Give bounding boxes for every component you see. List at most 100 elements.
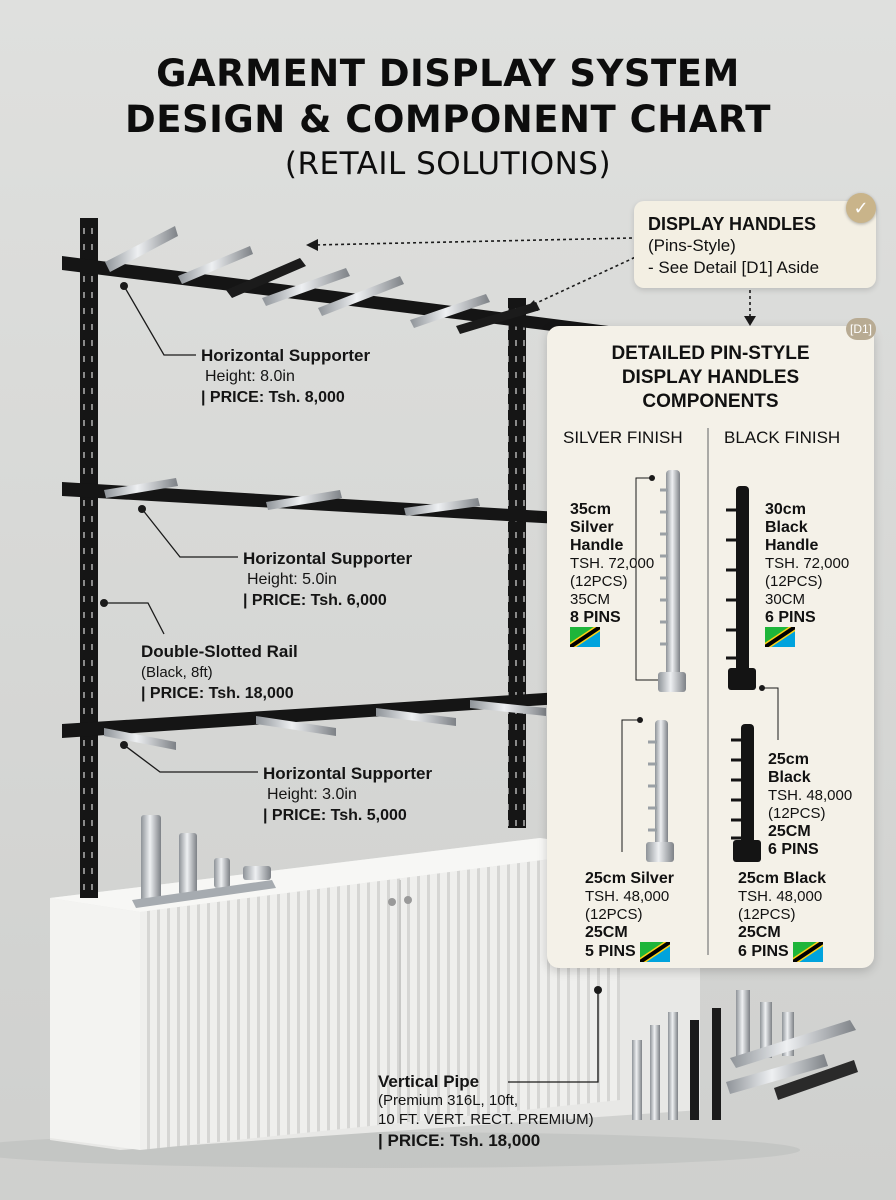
component-pile	[632, 990, 858, 1120]
label-supporter-mid-price: Tsh. 6,000	[310, 592, 387, 609]
label-supporter-top-price-prefix: | PRICE:	[201, 389, 265, 406]
item-black-25-a: 25cm Black TSH. 48,000 (12PCS) 25CM 6 PI…	[768, 751, 852, 859]
silver-35-line-3: Handle	[570, 537, 624, 554]
callout-title: DISPLAY HANDLES	[648, 214, 817, 234]
column-header-silver: SILVER FINISH	[563, 428, 683, 447]
mid-arms	[104, 478, 480, 516]
item-silver-35: 35cm Silver Handle TSH. 72,000 (12PCS) 3…	[570, 501, 654, 647]
label-supporter-top-name: Horizontal Supporter	[201, 346, 371, 365]
leader-lines	[104, 285, 599, 1083]
black-25a-qty: (12PCS)	[768, 805, 826, 822]
cabinet-front	[140, 850, 620, 1150]
arrow-head-left	[306, 239, 318, 251]
tanzania-flag-icon	[793, 942, 824, 962]
label-supporter-low-height: Height: 3.0in	[267, 786, 357, 803]
callout-line-2: (Pins-Style)	[648, 236, 736, 255]
black-30-size: 30CM	[765, 591, 806, 608]
callout-arrows	[313, 237, 751, 318]
title-line-1: GARMENT DISPLAY SYSTEM	[156, 52, 740, 95]
black-30-line-1: 30cm	[765, 501, 806, 518]
label-supporter-low-price: Tsh. 5,000	[330, 807, 407, 824]
rail-right	[508, 298, 526, 828]
cabinet-knob-left	[388, 898, 396, 906]
label-supporter-low: Horizontal Supporter Height: 3.0in | PRI…	[263, 763, 432, 826]
label-supporter-mid-price-prefix: | PRICE:	[243, 592, 307, 609]
black-30-line-2: Black	[765, 519, 808, 536]
label-rail-spec: (Black, 8ft)	[141, 664, 213, 681]
black-25a-price: TSH. 48,000	[768, 787, 853, 804]
label-supporter-low-price-prefix: | PRICE:	[263, 807, 327, 824]
label-supporter-mid: Horizontal Supporter Height: 5.0in | PRI…	[243, 548, 412, 611]
detail-badge: [D1]	[846, 318, 876, 340]
label-supporter-top-price: Tsh. 8,000	[268, 389, 345, 406]
panel-title-line-2: DISPLAY HANDLES	[621, 367, 800, 388]
item-black-25-b: 25cm Black TSH. 48,000 (12PCS) 25CM 6 PI…	[738, 870, 826, 962]
label-supporter-top-height: Height: 8.0in	[205, 368, 295, 385]
panel-title-line-3: COMPONENTS	[642, 391, 779, 412]
leader-dots	[100, 282, 602, 994]
display-handles-callout: DISPLAY HANDLES (Pins-Style) - See Detai…	[634, 201, 876, 288]
label-pipe: Vertical Pipe (Premium 316L, 10ft, 10 FT…	[378, 1072, 594, 1150]
item-black-30: 30cm Black Handle TSH. 72,000 (12PCS) 30…	[765, 501, 849, 647]
low-shelf-bar	[62, 692, 560, 738]
panel-title: DETAILED PIN-STYLE DISPLAY HANDLES COMPO…	[547, 342, 874, 414]
title-line-3: (RETAIL SOLUTIONS)	[284, 146, 612, 182]
cabinet-side	[50, 898, 140, 1150]
label-rail-price: Tsh. 18,000	[208, 685, 294, 702]
black-25a-line-2: Black	[768, 769, 811, 786]
silver-25-price: TSH. 48,000	[585, 888, 670, 905]
cabinet	[50, 838, 700, 1150]
check-icon: ✓	[846, 193, 876, 223]
cabinet-knob-right	[404, 896, 412, 904]
black-25a-line-1: 25cm	[768, 751, 809, 768]
black-25b-pins: 6 PINS	[738, 943, 789, 961]
black-30-pins: 6 PINS	[765, 609, 816, 626]
top-arms	[105, 226, 540, 334]
arrow-head-down	[744, 316, 756, 326]
panel-title-line-1: DETAILED PIN-STYLE	[611, 343, 810, 364]
silver-35-size: 35CM	[570, 591, 611, 608]
silver-25-qty: (12PCS)	[585, 906, 643, 923]
label-pipe-spec-2: 10 FT. VERT. RECT. PREMIUM)	[378, 1111, 594, 1128]
label-rail: Double-Slotted Rail (Black, 8ft) | PRICE…	[141, 641, 298, 704]
label-rail-name: Double-Slotted Rail	[141, 642, 298, 661]
label-supporter-low-name: Horizontal Supporter	[263, 764, 433, 783]
label-pipe-price: | PRICE: Tsh. 18,000	[378, 1131, 541, 1150]
silver-35-price: TSH. 72,000	[570, 555, 655, 572]
black-30-qty: (12PCS)	[765, 573, 823, 590]
label-supporter-mid-height: Height: 5.0in	[247, 571, 337, 588]
silver-35-line-2: Silver	[570, 519, 614, 536]
detail-panel	[547, 326, 874, 968]
column-header-black: BLACK FINISH	[724, 428, 841, 447]
black-25b-price: TSH. 48,000	[738, 888, 823, 905]
silver-25-line-1: 25cm Silver	[585, 870, 674, 887]
label-rail-price-prefix: | PRICE:	[141, 685, 205, 702]
silver-25-size: 25CM	[585, 924, 628, 941]
arrow-head-mid	[524, 300, 538, 311]
label-supporter-mid-name: Horizontal Supporter	[243, 549, 413, 568]
label-supporter-top: Horizontal Supporter Height: 8.0in | PRI…	[201, 345, 370, 408]
silver-25-pins: 5 PINS	[585, 943, 636, 961]
cabinet-top-handles	[132, 815, 276, 908]
black-25b-line-1: 25cm Black	[738, 870, 827, 887]
label-pipe-name: Vertical Pipe	[378, 1072, 480, 1091]
black-25a-pins: 6 PINS	[768, 841, 819, 858]
tanzania-flag-icon	[765, 627, 795, 647]
tanzania-flag-icon	[640, 942, 671, 962]
low-arms	[104, 700, 546, 750]
silver-35-qty: (12PCS)	[570, 573, 628, 590]
rail-left	[80, 218, 98, 898]
black-30-price: TSH. 72,000	[765, 555, 850, 572]
item-silver-25: 25cm Silver TSH. 48,000 (12PCS) 25CM 5 P…	[585, 870, 674, 962]
callout-line-3: - See Detail [D1] Aside	[648, 258, 820, 277]
tanzania-flag-icon	[570, 627, 600, 647]
silver-35-line-1: 35cm	[570, 501, 611, 518]
black-25b-size: 25CM	[738, 924, 781, 941]
label-pipe-spec-1: (Premium 316L, 10ft,	[378, 1092, 519, 1109]
silver-35-pins: 8 PINS	[570, 609, 621, 626]
black-30-line-3: Handle	[765, 537, 819, 554]
black-25b-qty: (12PCS)	[738, 906, 796, 923]
title-line-2: DESIGN & COMPONENT CHART	[125, 98, 771, 141]
black-25a-size: 25CM	[768, 823, 811, 840]
